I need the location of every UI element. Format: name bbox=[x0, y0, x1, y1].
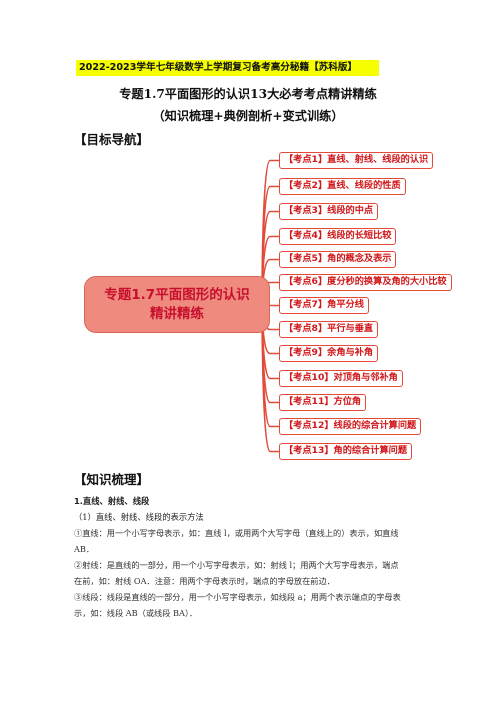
mindmap-node-10: 【考点10】对顶角与邻补角 bbox=[279, 370, 403, 387]
mindmap-node-1: 【考点1】直线、射线、线段的认识 bbox=[279, 152, 434, 169]
content-line-5: ③线段：线段是直线的一部分，用一个小写字母表示，如线段 a；用两个表示端点的字母… bbox=[74, 592, 401, 602]
mindmap-node-4: 【考点4】线段的长短比较 bbox=[279, 228, 397, 245]
mindmap-center-node: 专题1.7平面图形的认识 精讲精练 bbox=[84, 276, 270, 333]
content-line-1: ①直线：用一个小写字母表示，如：直线 l，或用两个大写字母（直线上的）表示，如直… bbox=[74, 528, 399, 538]
mindmap-node-2: 【考点2】直线、线段的性质 bbox=[279, 178, 406, 195]
mindmap-node-13: 【考点13】角的综合计算问题 bbox=[279, 443, 413, 460]
mindmap-node-5: 【考点5】角的概念及表示 bbox=[279, 251, 397, 268]
mindmap-node-11: 【考点11】方位角 bbox=[279, 394, 367, 411]
mindmap-node-6: 【考点6】度分秒的换算及角的大小比较 bbox=[279, 274, 452, 291]
center-line-2: 精讲精练 bbox=[150, 305, 204, 322]
content-line-3: ②射线：是直线的一部分，用一个小写字母表示，如：射线 l；用两个大写字母表示，端… bbox=[74, 560, 399, 570]
page-subtitle: （知识梳理+典例剖析+变式训练） bbox=[152, 109, 344, 123]
mindmap-node-9: 【考点9】余角与补角 bbox=[279, 345, 379, 362]
center-line-1: 专题1.7平面图形的认识 bbox=[104, 286, 250, 303]
page-title: 专题1.7平面图形的认识13大必考考点精讲精练 bbox=[119, 87, 377, 101]
content-heading: 1.直线、射线、线段 bbox=[74, 496, 150, 506]
section-knowledge-heading: 【知识梳理】 bbox=[74, 472, 150, 487]
mindmap-node-8: 【考点8】平行与垂直 bbox=[279, 321, 379, 338]
section-goal-heading: 【目标导航】 bbox=[74, 132, 150, 147]
mindmap-node-7: 【考点7】角平分线 bbox=[279, 297, 369, 314]
mindmap-node-3: 【考点3】线段的中点 bbox=[279, 203, 379, 220]
content-subheading: （1）直线、射线、线段的表示方法 bbox=[74, 512, 204, 522]
content-line-6: 示，如：线段 AB（或线段 BA）． bbox=[74, 608, 198, 618]
content-line-4: 在前，如：射线 OA．注意：用两个字母表示时，端点的字母放在前边． bbox=[74, 576, 335, 586]
content-line-2: AB． bbox=[74, 544, 95, 554]
mindmap-node-12: 【考点12】线段的综合计算问题 bbox=[279, 418, 422, 435]
series-banner: 2022-2023学年七年级数学上学期复习备考高分秘籍【苏科版】 bbox=[76, 60, 379, 76]
